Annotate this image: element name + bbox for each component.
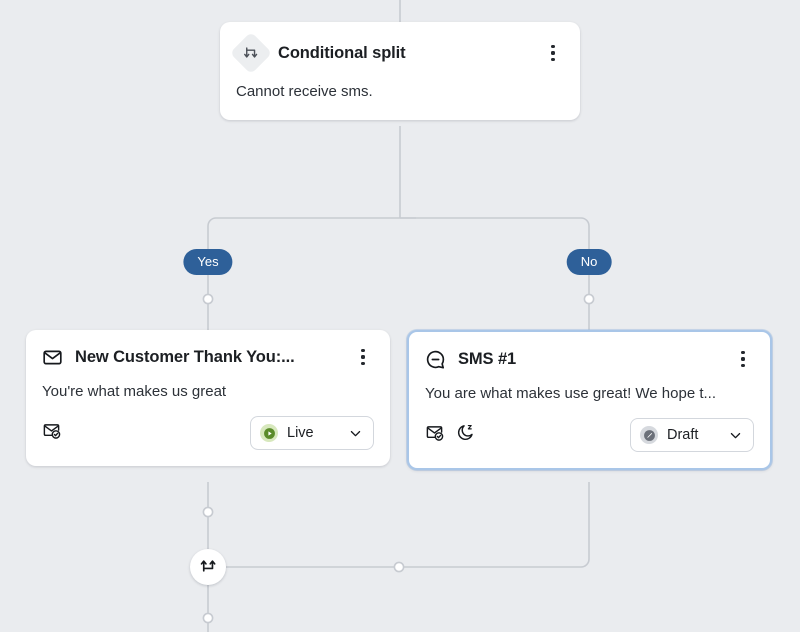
node-footer: Live [26,402,390,466]
node-header: Conditional split [220,22,580,75]
node-conditional-split[interactable]: Conditional split Cannot receive sms. [220,22,580,120]
kebab-menu-icon[interactable] [732,348,754,370]
node-email[interactable]: New Customer Thank You:... You're what m… [26,330,390,466]
envelope-icon [42,347,63,368]
branch-label-text: Yes [197,254,219,269]
kebab-menu-icon[interactable] [352,346,374,368]
branch-label-no[interactable]: No [566,249,612,275]
node-footer-icons [425,423,630,447]
branch-label-text: No [580,254,598,269]
node-description: You are what makes use great! We hope t.… [425,385,717,402]
pencil-circle-icon [640,426,658,444]
node-title: New Customer Thank You:... [75,347,295,366]
chevron-down-icon [348,426,363,441]
status-label: Live [287,425,314,441]
play-circle-icon [260,424,278,442]
node-description: You're what makes us great [42,383,227,400]
node-footer: Draft [409,404,770,468]
envelope-check-icon [42,421,61,445]
node-header: New Customer Thank You:... [26,330,390,368]
kebab-menu-icon[interactable] [542,42,564,64]
node-title: Conditional split [278,43,406,62]
node-description: Cannot receive sms. [236,83,373,100]
node-footer-icons [42,421,250,445]
node-header: SMS #1 [409,332,770,370]
status-dropdown-draft[interactable]: Draft [630,418,754,452]
branch-label-yes[interactable]: Yes [183,249,233,275]
chevron-down-icon [728,428,743,443]
node-sms[interactable]: SMS #1 You are what makes use great! We … [407,330,772,470]
sms-bubble-icon [425,349,446,370]
status-label: Draft [667,427,699,443]
node-title: SMS #1 [458,349,517,368]
status-dropdown-live[interactable]: Live [250,416,374,450]
moon-quiet-hours-icon [456,423,475,447]
node-merge[interactable] [190,549,226,585]
merge-paths-icon [199,555,218,579]
envelope-check-icon [425,423,444,447]
conditional-split-icon [229,31,273,75]
